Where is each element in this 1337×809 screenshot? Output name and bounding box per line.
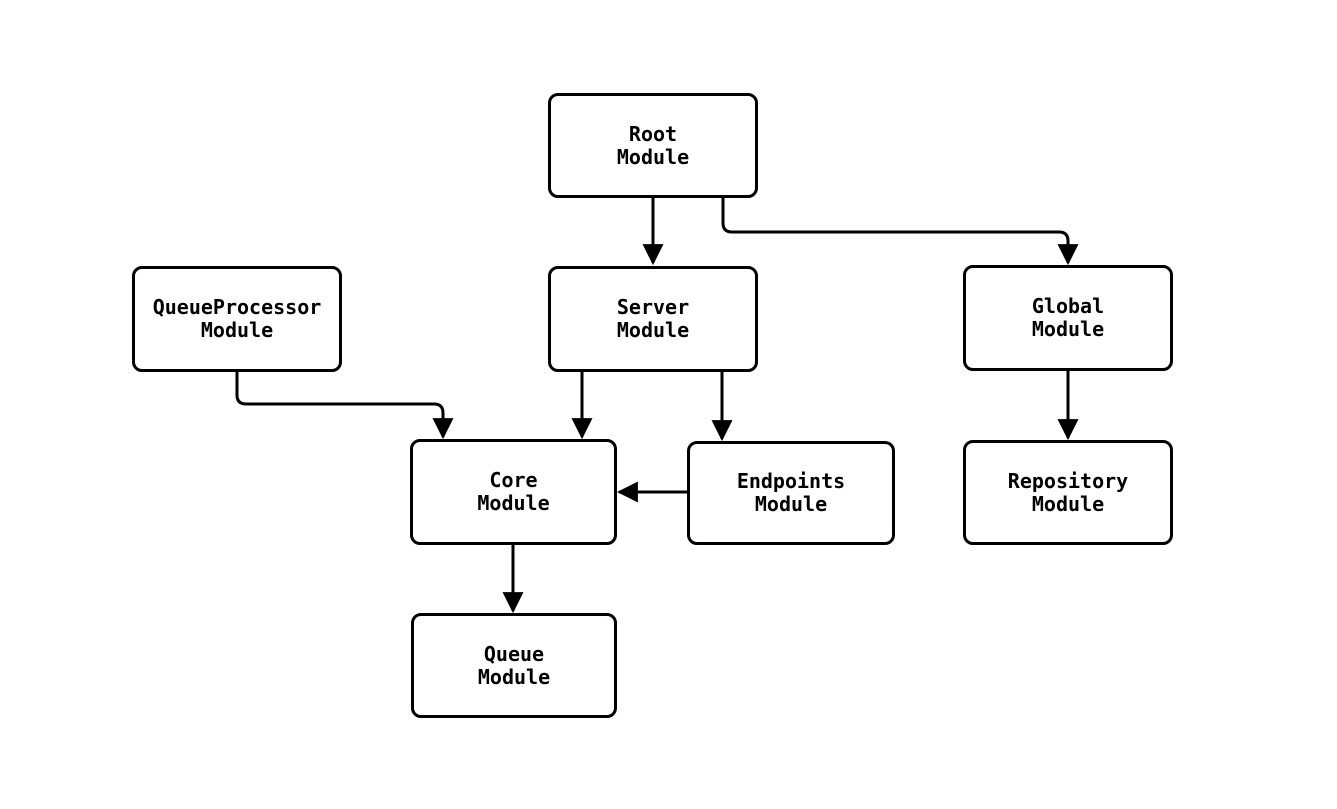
node-server: Server Module: [548, 266, 758, 372]
node-label: Queue Module: [477, 641, 551, 689]
edge-queue-processor-to-core: [235, 372, 454, 440]
node-label: Global Module: [1031, 294, 1105, 341]
edges-group: [235, 198, 1079, 614]
edge-root-to-global: [721, 198, 1079, 266]
node-core: Core Module: [410, 439, 617, 545]
node-label: Server Module: [616, 295, 690, 342]
node-label: Core Module: [477, 468, 550, 515]
node-repository: Repository Module: [963, 440, 1173, 545]
node-global: Global Module: [963, 265, 1173, 371]
node-endpoints: Endpoints Module: [687, 441, 895, 545]
node-queue-processor: QueueProcessor Module: [132, 266, 342, 372]
node-label: Root Module: [616, 121, 690, 169]
node-root: Root Module: [548, 93, 758, 198]
node-label: Repository Module: [1007, 468, 1129, 516]
node-label: Endpoints Module: [736, 469, 846, 516]
node-queue: Queue Module: [411, 613, 617, 718]
node-label: QueueProcessor Module: [152, 295, 322, 342]
